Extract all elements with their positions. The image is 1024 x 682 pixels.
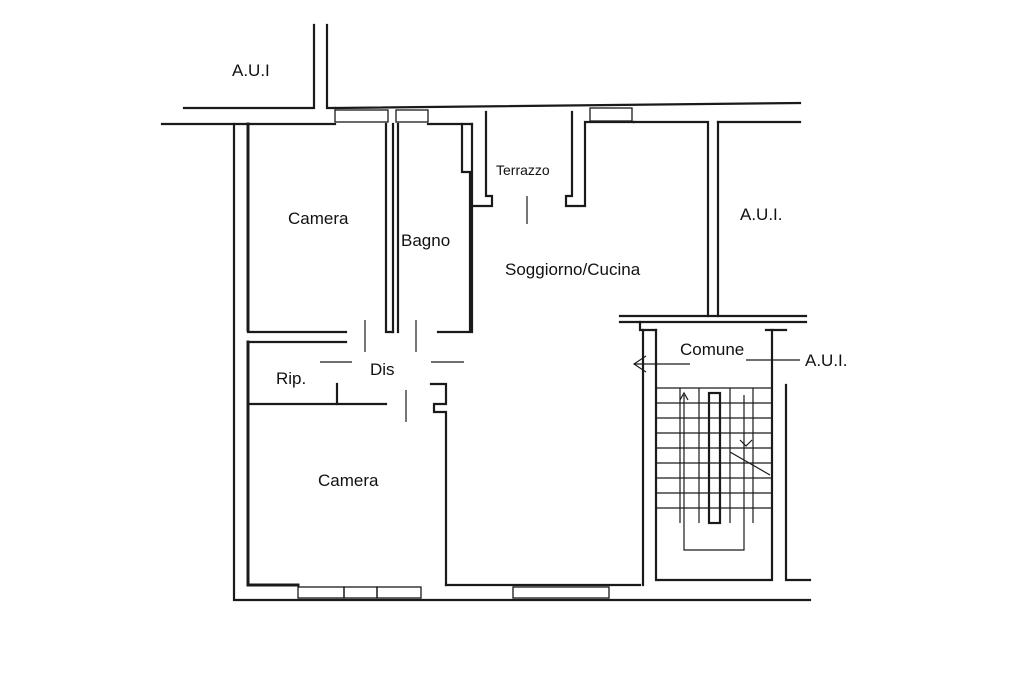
landing-walls (618, 314, 812, 587)
room-label-aui-top-left: A.U.I (232, 61, 270, 80)
room-label-bagno: Bagno (401, 231, 450, 250)
room-label-rip: Rip. (276, 369, 306, 388)
exterior-walls (232, 101, 812, 602)
room-label-camera-top: Camera (288, 209, 349, 228)
staircase (656, 387, 772, 551)
room-label-camera-bottom: Camera (318, 471, 379, 490)
terrazzo-walls (470, 110, 636, 224)
windows (297, 107, 633, 599)
room-label-comune: Comune (680, 340, 744, 359)
room-label-dis: Dis (370, 360, 395, 379)
room-label-terrazzo: Terrazzo (496, 162, 550, 178)
landing-arrows (632, 355, 800, 373)
room-label-aui-landing: A.U.I. (805, 351, 848, 370)
room-label-aui-right: A.U.I. (740, 205, 783, 224)
interior-walls (246, 122, 642, 587)
room-label-soggiorno-cucina: Soggiorno/Cucina (505, 260, 641, 279)
